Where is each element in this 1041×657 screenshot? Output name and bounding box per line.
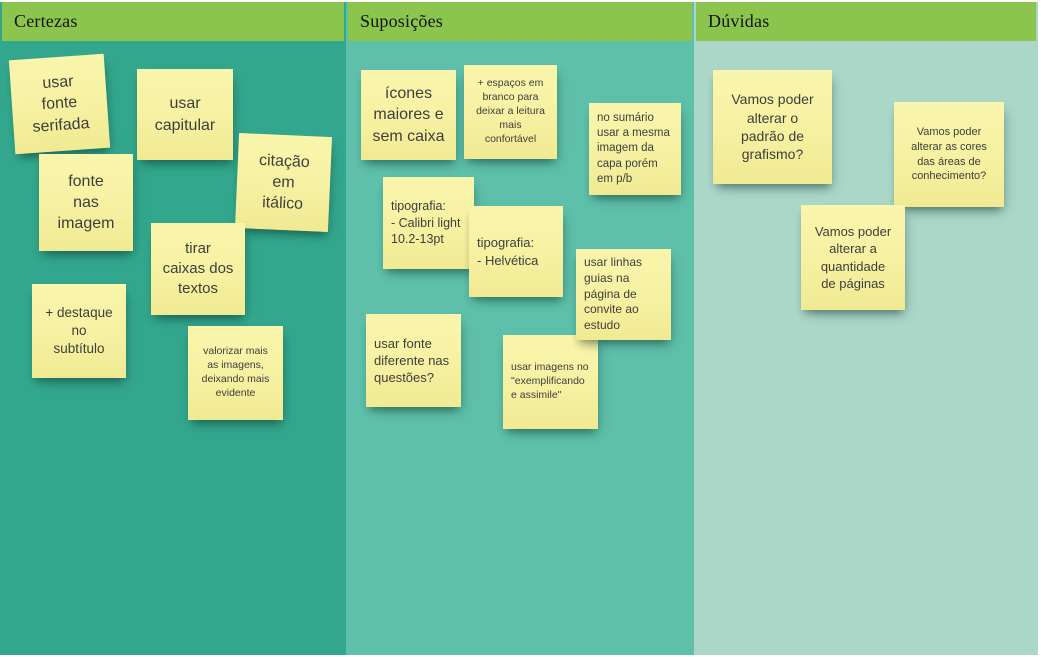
- column-header-suposicoes[interactable]: Suposições: [348, 2, 692, 41]
- sticky-note[interactable]: tipografia: - Calibri light 10.2-13pt: [383, 177, 474, 269]
- note-text: Vamos poder alterar as cores das áreas d…: [911, 126, 987, 183]
- column-suposicoes: Suposições ícones maiores e sem caixa + …: [346, 2, 694, 655]
- note-text: + destaque no subtítulo: [45, 305, 113, 356]
- column-header-certezas[interactable]: Certezas: [2, 2, 344, 41]
- sticky-note[interactable]: fonte nas imagem: [39, 154, 133, 251]
- note-text: Vamos poder alterar o padrão de grafismo…: [731, 91, 814, 163]
- sticky-note[interactable]: Vamos poder alterar a quantidade de pági…: [801, 205, 905, 310]
- sticky-note[interactable]: usar fonte diferente nas questões?: [366, 314, 461, 407]
- sticky-note[interactable]: + destaque no subtítulo: [32, 284, 126, 378]
- sticky-note[interactable]: citação em itálico: [234, 133, 333, 232]
- column-duvidas: Dúvidas Vamos poder alterar o padrão de …: [694, 2, 1038, 655]
- note-text: tipografia: - Calibri light 10.2-13pt: [391, 199, 461, 247]
- note-text: Vamos poder alterar a quantidade de pági…: [814, 224, 892, 291]
- note-text: tipografia: - Helvética: [477, 235, 539, 268]
- sticky-note[interactable]: usar capitular: [137, 69, 233, 160]
- column-title-certezas: Certezas: [14, 11, 78, 31]
- note-text: usar fonte diferente nas questões?: [374, 335, 450, 386]
- column-certezas: Certezas usar fonte serifada usar capitu…: [0, 2, 346, 655]
- note-text: usar fonte serifada: [31, 73, 90, 136]
- note-text: usar capitular: [154, 95, 216, 134]
- sticky-note[interactable]: + espaços em branco para deixar a leitur…: [464, 65, 557, 159]
- column-title-duvidas: Dúvidas: [708, 11, 770, 31]
- sticky-note[interactable]: valorizar mais as imagens, deixando mais…: [188, 326, 283, 420]
- note-text: tirar caixas dos textos: [162, 240, 234, 297]
- column-title-suposicoes: Suposições: [360, 11, 443, 31]
- note-text: usar imagens no "exemplificando e assimi…: [511, 361, 589, 401]
- sticky-note[interactable]: no sumário usar a mesma imagem da capa p…: [589, 103, 681, 195]
- note-text: ícones maiores e sem caixa: [372, 85, 445, 145]
- note-text: no sumário usar a mesma imagem da capa p…: [597, 112, 670, 185]
- sticky-note[interactable]: usar imagens no "exemplificando e assimi…: [503, 335, 598, 429]
- note-text: valorizar mais as imagens, deixando mais…: [201, 345, 270, 399]
- note-text: + espaços em branco para deixar a leitur…: [476, 77, 545, 145]
- column-header-duvidas[interactable]: Dúvidas: [696, 2, 1036, 41]
- note-text: fonte nas imagem: [57, 172, 115, 233]
- note-text: usar linhas guias na página de convite a…: [584, 254, 643, 333]
- note-text: citação em itálico: [258, 151, 311, 213]
- sticky-note[interactable]: tipografia: - Helvética: [469, 206, 563, 297]
- sticky-note[interactable]: Vamos poder alterar o padrão de grafismo…: [713, 70, 832, 184]
- sticky-note[interactable]: tirar caixas dos textos: [151, 223, 245, 315]
- sticky-note[interactable]: Vamos poder alterar as cores das áreas d…: [894, 102, 1004, 207]
- sticky-note[interactable]: usar fonte serifada: [8, 53, 111, 155]
- sticky-note[interactable]: usar linhas guias na página de convite a…: [576, 249, 671, 340]
- sticky-note[interactable]: ícones maiores e sem caixa: [361, 70, 456, 160]
